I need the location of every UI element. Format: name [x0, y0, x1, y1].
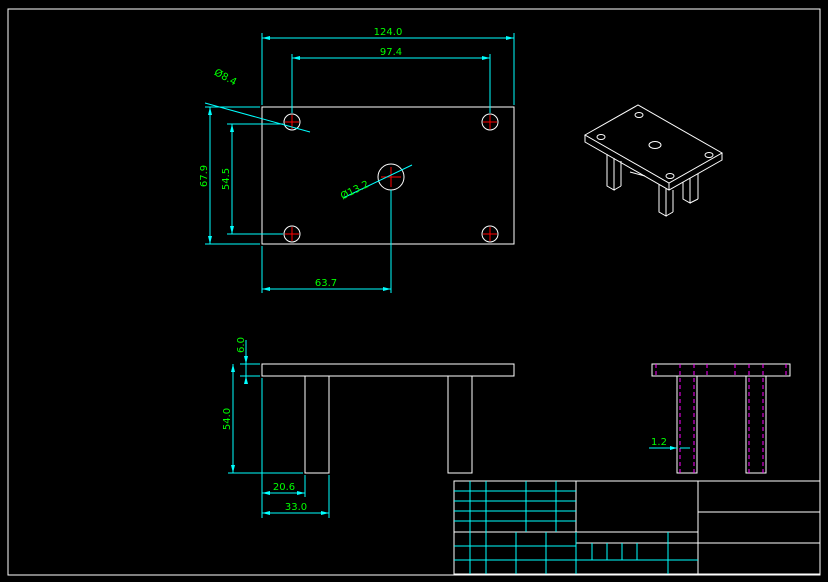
side-leg-left	[676, 375, 698, 474]
dimension-lines	[204, 33, 515, 293]
hidden-lines	[655, 364, 787, 473]
front-leg-right	[447, 375, 473, 474]
small-hole	[283, 113, 301, 131]
top-plate-outline	[261, 106, 515, 245]
small-hole	[481, 225, 499, 243]
dim-leg-inner: 20.6	[273, 482, 295, 493]
dim-plate-thickness: 6.0	[236, 337, 247, 353]
dim-large-hole: Ø13.2	[339, 178, 371, 202]
dim-center-offset: 63.7	[315, 278, 337, 289]
title-block	[453, 480, 821, 575]
arrowheads	[208, 36, 514, 291]
dim-wall: 1.2	[651, 437, 667, 448]
front-view	[228, 340, 515, 518]
dim-overall-height: 67.9	[199, 165, 210, 187]
title-block-grid	[454, 481, 698, 574]
dim-small-hole: Ø8.4	[212, 66, 239, 88]
side-view	[649, 363, 791, 474]
front-arrowheads	[231, 356, 329, 515]
small-hole	[481, 113, 499, 131]
drawing-border	[7, 8, 821, 576]
small-hole	[283, 225, 301, 243]
top-view	[204, 33, 515, 293]
dim-hole-spacing: 97.4	[380, 47, 402, 58]
front-dimension-lines	[228, 340, 330, 518]
front-leg-left	[304, 375, 330, 474]
front-plate	[261, 363, 515, 377]
side-leg-right	[745, 375, 767, 474]
dim-hole-vertical: 54.5	[221, 168, 232, 190]
dim-overall-width: 124.0	[374, 27, 403, 38]
side-arrowhead	[670, 446, 677, 450]
isometric-view	[583, 104, 724, 217]
dim-leg-height: 54.0	[222, 408, 233, 430]
dim-leg-outer: 33.0	[285, 502, 307, 513]
side-plate	[651, 363, 791, 377]
large-hole	[377, 163, 405, 191]
